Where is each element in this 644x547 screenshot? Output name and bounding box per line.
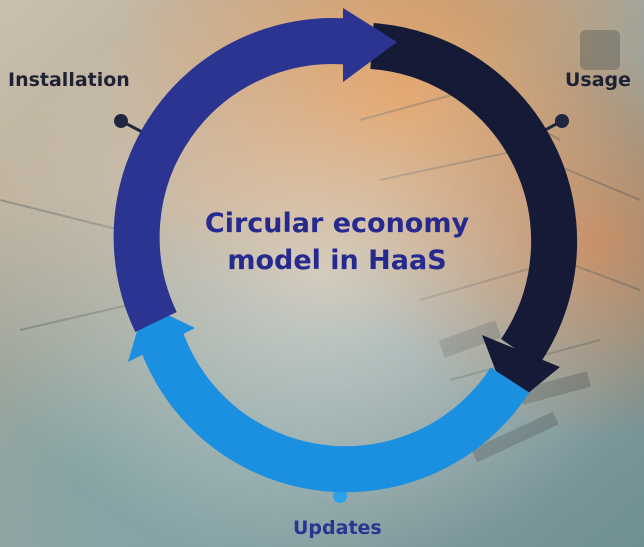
diagram-title: Circular economy model in HaaS: [162, 205, 512, 279]
installation-arrowhead-icon: [343, 8, 397, 82]
stage-label-updates: Updates: [293, 517, 382, 539]
stage-label-usage: Usage: [565, 69, 632, 91]
installation-arc: [113, 8, 397, 332]
usage-arrowhead-icon: [482, 335, 560, 408]
diagram-title-line2: model in HaaS: [227, 245, 447, 276]
updates-arc: [128, 304, 530, 493]
diagram-title-line1: Circular economy: [204, 208, 470, 239]
stage-label-installation: Installation: [8, 69, 130, 91]
usage-arc: [370, 23, 578, 408]
